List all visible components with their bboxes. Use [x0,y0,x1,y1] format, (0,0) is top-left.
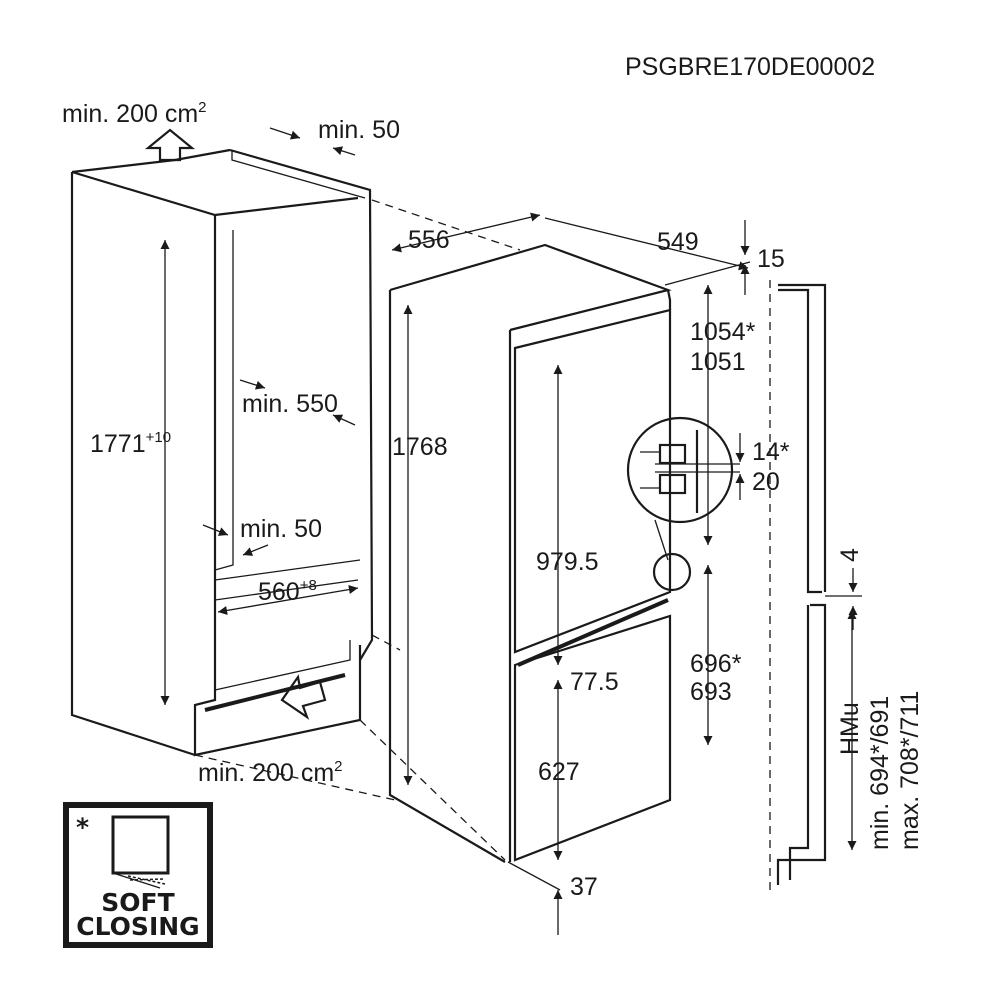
lower-door-height-b: 693 [690,678,732,706]
upper-door [513,308,672,654]
lower-inner-label: 627 [538,758,580,786]
appliance-depth-dimension [544,217,749,271]
hinge-upper [658,443,687,465]
badge-line2: CLOSING [76,912,199,941]
appliance-height-label: 1768 [392,433,448,461]
upper-door-height-a: 1054* [690,318,756,346]
niche-left-wall [70,172,196,757]
appliance-width-dimension [391,212,541,253]
niche-drawing [70,127,521,861]
bottom-offset-label: 37 [570,873,598,901]
upper-door-height-b: 1051 [690,348,746,376]
lower-door-height-a: 696* [690,650,742,678]
top-gap-label: min. 50 [318,116,400,144]
badge-line1: SOFT [101,888,174,917]
hinge-detail-marker [652,552,692,592]
hmu-max-label: max. 708*/711 [896,691,924,850]
niche-width-dimension [217,585,359,615]
door-icon [111,815,170,875]
hmu-min-label: min. 694*/691 [866,696,894,850]
hinge-gap-a: 14* [752,438,790,466]
vent-grille-bottom [204,673,346,712]
upper-inner-label: 979.5 [536,548,599,576]
vent-bottom-label: min. 200 cm2 [198,758,343,787]
appliance-width-label: 556 [408,226,450,254]
appliance-drawing [388,212,751,935]
niche-width-label: 560+8 [258,577,317,606]
product-code: PSGBRE170DE00002 [625,53,875,81]
side-gap-label: min. 50 [240,515,322,543]
door-gap-label: 77.5 [570,668,619,696]
hinge-detail-circle [626,416,734,524]
hinge-lower [658,473,687,495]
hinge-gap-b: 20 [752,468,780,496]
niche-opening [193,215,362,757]
badge-asterisk: * [76,813,89,842]
lower-door [513,614,672,862]
niche-depth-label: min. 550 [242,390,338,418]
soft-closing-badge: * SOFT CLOSING [63,802,213,948]
top-offset-label: 15 [757,245,785,273]
appliance-left-side [388,290,506,863]
door-handle [517,598,669,667]
airflow-in-arrow-icon [280,674,327,720]
appliance-depth-label: 549 [657,228,699,256]
niche-top-edge [71,148,231,174]
niche-back-edge [229,148,374,661]
niche-height-label: 1771+10 [90,429,171,458]
hmu-label: HMu [836,702,864,755]
airflow-up-arrow-icon [144,128,196,162]
niche-top-front [71,170,359,217]
vent-top-label: min. 200 cm2 [62,99,207,128]
appliance-top [389,243,672,332]
side-gap-label: 4 [836,548,864,562]
side-view-drawing [769,280,862,890]
